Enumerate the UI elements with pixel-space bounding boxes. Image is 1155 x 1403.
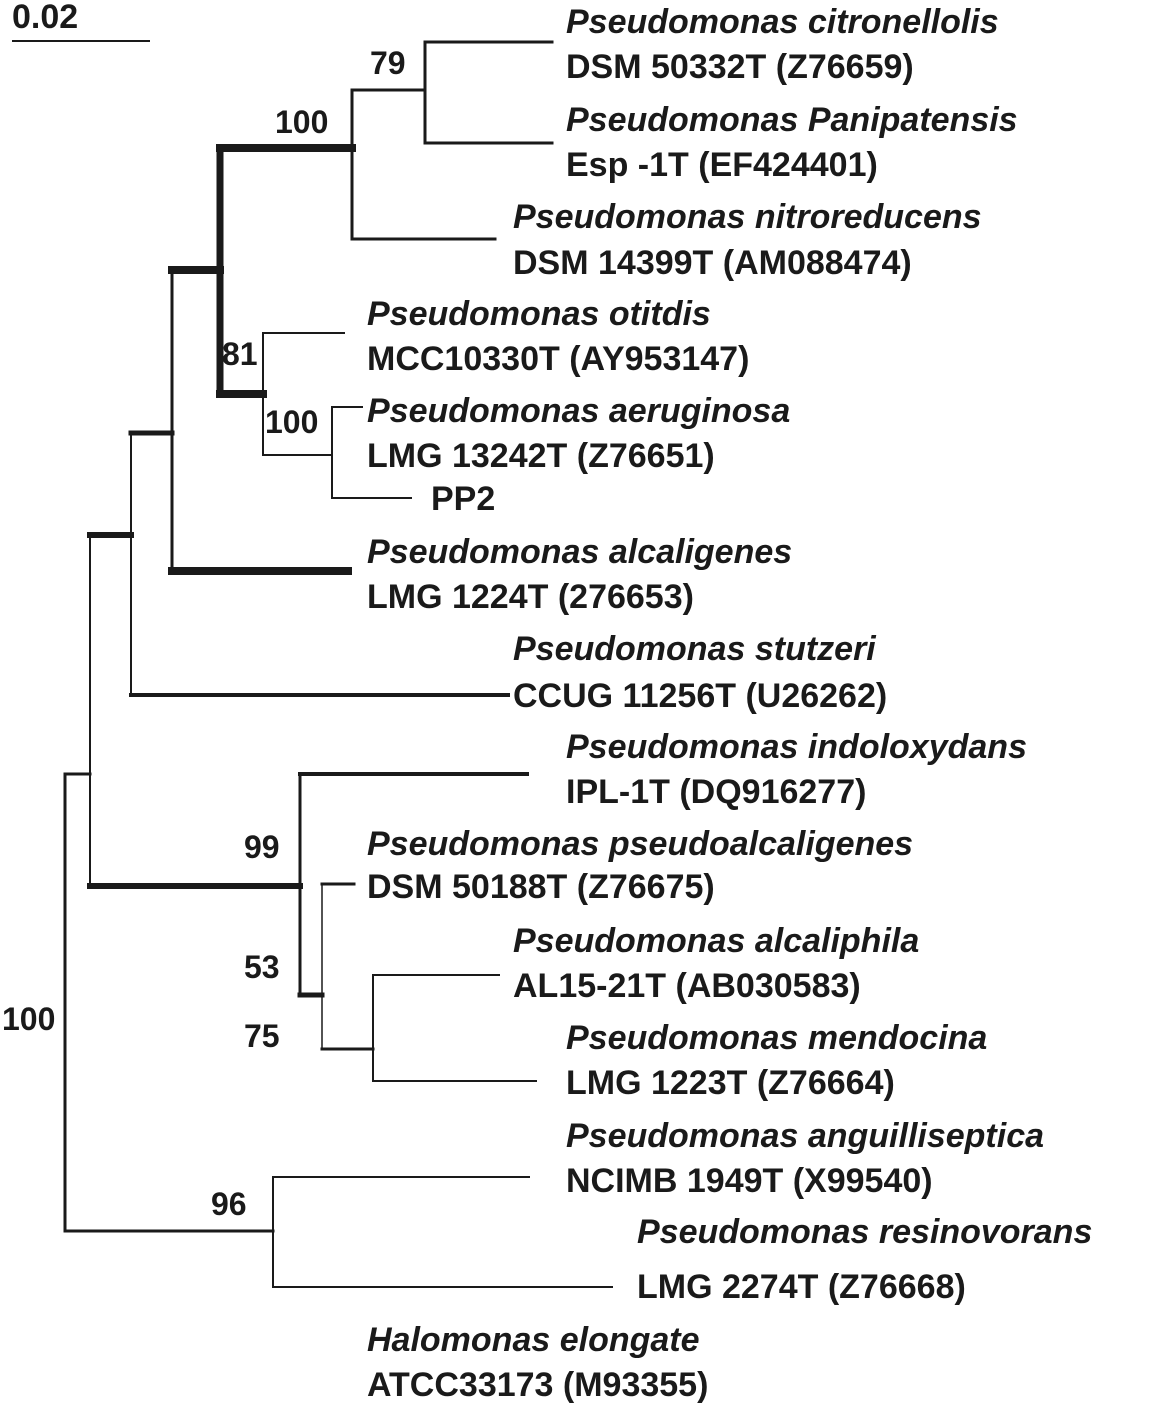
taxon-species-nitroreducens: Pseudomonas nitroreducens [513, 198, 982, 236]
bootstrap-values: 79 100 81 100 99 53 75 96 100 [2, 45, 406, 1222]
taxon-species-pseudoalcaligenes: Pseudomonas pseudoalcaligenes [367, 825, 913, 863]
taxon-species-halomonas: Halomonas elongate [367, 1321, 700, 1359]
taxon-species-indoloxydans: Pseudomonas indoloxydans [566, 728, 1027, 766]
taxon-species-citronellolis: Pseudomonas citronellolis [566, 3, 999, 41]
bootstrap-label: 100 [275, 104, 328, 140]
taxon-species-resinovorans: Pseudomonas resinovorans [637, 1213, 1092, 1251]
taxon-species-otitdis: Pseudomonas otitdis [367, 295, 711, 333]
bootstrap-label: 99 [244, 829, 280, 865]
taxon-strain-alcaligenes: LMG 1224T (276653) [367, 578, 694, 616]
taxon-species-alcaliphila: Pseudomonas alcaliphila [513, 922, 919, 960]
taxon-species-aeruginosa: Pseudomonas aeruginosa [367, 392, 790, 430]
taxon-labels: Pseudomonas citronellolis DSM 50332T (Z7… [367, 3, 1092, 1403]
taxon-strain-otitdis: MCC10330T (AY953147) [367, 340, 749, 378]
taxon-strain-aeruginosa: LMG 13242T (Z76651) [367, 437, 715, 475]
taxon-strain-panipatensis: Esp -1T (EF424401) [566, 146, 878, 184]
bootstrap-label: 81 [222, 336, 258, 372]
taxon-strain-stutzeri: CCUG 11256T (U26262) [513, 677, 887, 715]
taxon-species-stutzeri: Pseudomonas stutzeri [513, 630, 877, 668]
taxon-strain-resinovorans: LMG 2274T (Z76668) [637, 1268, 966, 1306]
taxon-strain-citronellolis: DSM 50332T (Z76659) [566, 48, 914, 86]
bootstrap-label: 79 [370, 45, 406, 81]
taxon-species-alcaligenes: Pseudomonas alcaligenes [367, 533, 792, 571]
taxon-strain-pp2: PP2 [431, 480, 495, 518]
taxon-strain-halomonas: ATCC33173 (M93355) [367, 1366, 708, 1403]
scale-bar: 0.02 [12, 0, 150, 42]
bootstrap-label: 96 [211, 1186, 247, 1222]
bootstrap-label: 100 [2, 1001, 55, 1037]
tree-branches [63, 40, 613, 1288]
bootstrap-label: 75 [244, 1018, 280, 1054]
taxon-strain-indoloxydans: IPL-1T (DQ916277) [566, 773, 866, 811]
taxon-strain-pseudoalcaligenes: DSM 50188T (Z76675) [367, 868, 715, 906]
bootstrap-label: 53 [244, 949, 280, 985]
taxon-species-anguilliseptica: Pseudomonas anguilliseptica [566, 1117, 1044, 1155]
taxon-strain-alcaliphila: AL15-21T (AB030583) [513, 967, 861, 1005]
taxon-species-mendocina: Pseudomonas mendocina [566, 1019, 987, 1057]
scale-bar-label: 0.02 [12, 0, 78, 36]
taxon-strain-anguilliseptica: NCIMB 1949T (X99540) [566, 1162, 933, 1200]
bootstrap-label: 100 [265, 404, 318, 440]
taxon-strain-mendocina: LMG 1223T (Z76664) [566, 1064, 895, 1102]
taxon-species-panipatensis: Pseudomonas Panipatensis [566, 101, 1018, 139]
taxon-strain-nitroreducens: DSM 14399T (AM088474) [513, 244, 912, 282]
